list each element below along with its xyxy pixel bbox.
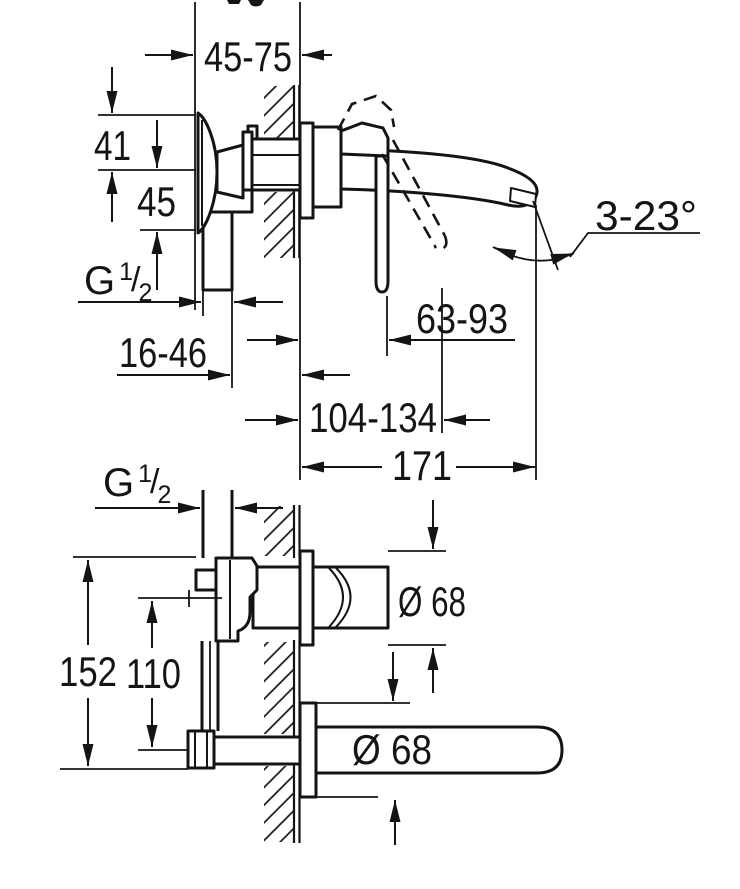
wall-rosette-side xyxy=(298,121,315,220)
dim-axis-distance: 110 xyxy=(126,650,181,697)
dimension-lines-upper xyxy=(78,49,535,473)
spout-rosette xyxy=(298,701,318,799)
dim-flange-below-axis: 45 xyxy=(137,178,176,225)
extension-lines-upper xyxy=(98,2,537,480)
dim-handle-rosette-diameter: Ø 68 xyxy=(398,578,466,625)
extension-lines-lower xyxy=(60,550,446,798)
dim-mounting-depth: 45-75 xyxy=(204,33,292,80)
visible-parts-front xyxy=(298,549,564,799)
supply-pipe-vertical xyxy=(201,490,234,558)
dim-stub-to-wall: 16-46 xyxy=(119,329,207,376)
dim-spout-rosette-diameter: Ø 68 xyxy=(352,726,432,773)
thread-g-front: G xyxy=(103,461,134,505)
dim-overall-height: 152 xyxy=(59,648,117,695)
wall-hatch-upper-bottom xyxy=(264,192,295,258)
spout-angle-indication xyxy=(492,200,700,271)
wall-section-lower xyxy=(264,505,301,843)
dim-spout-projection: 171 xyxy=(392,442,452,489)
upper-view-side-section: 45-75 41 45 G1/2 16-46 63-93 104-134 171… xyxy=(78,0,700,489)
lever-arm-closed xyxy=(374,154,390,294)
dim-wall-to-lever-closed: 63-93 xyxy=(416,295,508,342)
supply-stub-pipe xyxy=(201,210,234,292)
angle-leader-line xyxy=(569,232,700,258)
dim-flange-above-axis: 41 xyxy=(94,122,131,169)
handle-cap-dome-arcs xyxy=(328,567,352,628)
faucet-base-block xyxy=(311,125,343,209)
angle-arc xyxy=(492,246,575,262)
thread-denominator: 2 xyxy=(138,279,152,307)
spout-tube-end xyxy=(536,725,564,775)
rough-in-body-front xyxy=(186,556,302,770)
lever-head-closed xyxy=(339,121,390,158)
flange-hub xyxy=(215,143,245,200)
body-casting xyxy=(214,556,259,643)
spout xyxy=(339,147,539,208)
lever-open-position-dashed xyxy=(336,94,448,251)
thread-denominator-front: 2 xyxy=(157,481,171,509)
thread-slash-front: / xyxy=(150,463,160,501)
dim-wall-to-lever-open: 104-134 xyxy=(309,394,437,441)
wall-hatch-lower-3 xyxy=(264,766,295,842)
dim-spout-angle: 3-23° xyxy=(595,192,697,239)
thread-numerator-front: 1 xyxy=(138,460,152,488)
visible-faucet xyxy=(298,121,539,294)
dimension-lines-lower xyxy=(82,500,439,845)
wall-hatch-upper-top xyxy=(264,86,295,138)
valve-through-wall xyxy=(251,565,302,630)
thread-g: G xyxy=(84,259,115,303)
thread-numerator: 1 xyxy=(119,258,133,286)
hex-nut xyxy=(186,729,216,770)
wall-hatch-lower-1 xyxy=(264,506,295,556)
inlet-union xyxy=(194,568,218,592)
cropped-top-text-remnant xyxy=(227,0,264,7)
thread-slash: / xyxy=(131,261,141,299)
housing-inner-lines xyxy=(253,154,299,186)
handle-rosette xyxy=(298,549,315,647)
wall-hatch-lower-2 xyxy=(264,642,295,734)
